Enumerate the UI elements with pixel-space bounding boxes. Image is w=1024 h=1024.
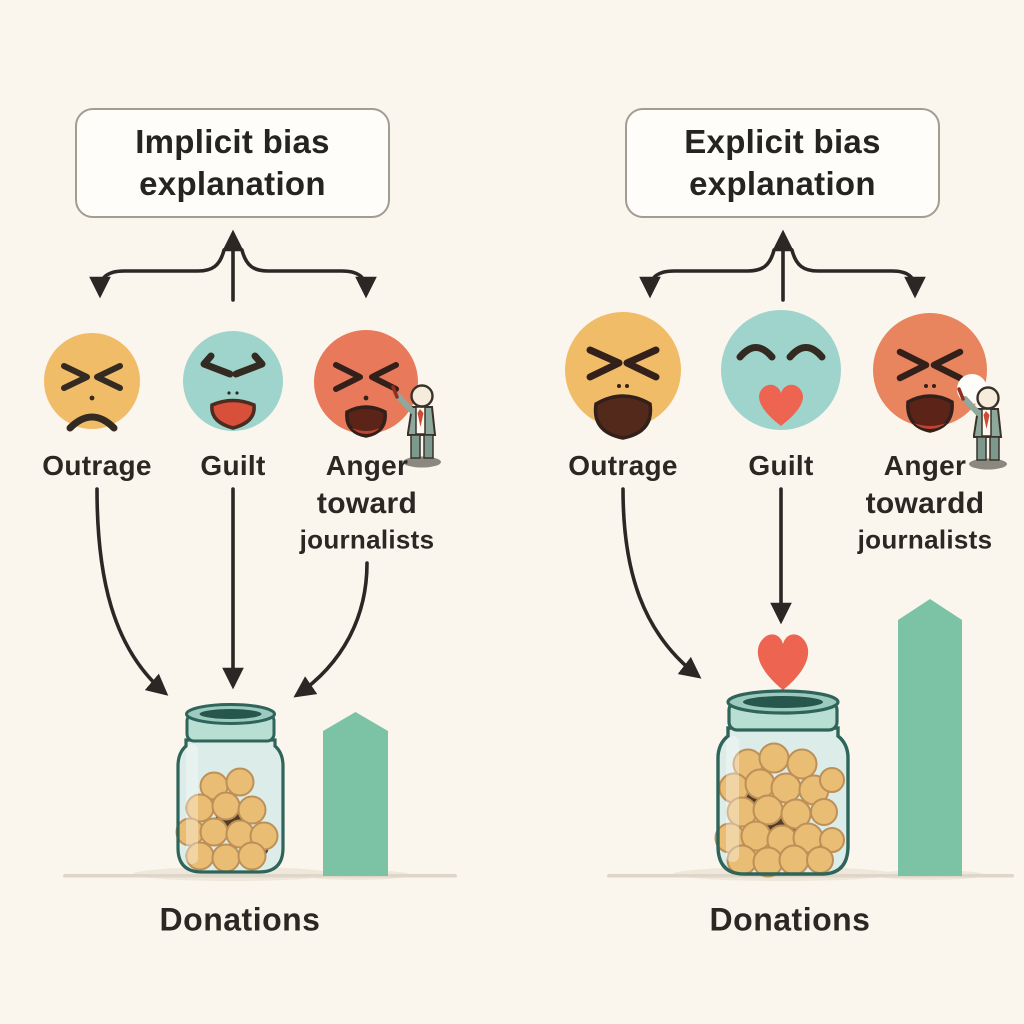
open-frown-mouth — [593, 394, 653, 440]
scrunched-eye-right — [623, 346, 660, 381]
nose-dot — [89, 395, 95, 401]
donation-jar — [714, 689, 850, 878]
anger-to-jar-arrow — [293, 561, 369, 698]
journalist-figure — [391, 384, 441, 468]
lower-lip — [352, 428, 380, 434]
implicit-bias-box: Implicit bias explanation — [75, 108, 390, 218]
donation-jar — [175, 703, 285, 874]
implicit-bias-panel: Implicit bias explanation — [42, 108, 457, 938]
arrow-to-outrage — [639, 248, 776, 299]
raised-arm — [962, 396, 981, 416]
anger-label-line3: journalists — [857, 524, 993, 555]
arrow-to-outrage — [89, 248, 226, 299]
anger-face — [314, 330, 418, 438]
jar-opening-inner — [743, 696, 823, 708]
angry-brow-left — [200, 352, 234, 378]
leg-right — [423, 434, 434, 459]
angry-brow-right — [232, 352, 266, 378]
lower-lip — [914, 423, 946, 429]
closed-happy-eye-left — [736, 344, 776, 361]
arrow-to-anger — [790, 248, 926, 299]
pen — [957, 387, 965, 401]
explicit-bias-box: Explicit bias explanation — [625, 108, 940, 218]
leg-right — [989, 436, 1000, 461]
outrage-face — [44, 333, 140, 432]
panel-title-line2: explanation — [689, 165, 876, 202]
implicit-diagram-graphics — [44, 229, 457, 881]
journalist-figure — [957, 374, 1007, 470]
anger-label-line1: Anger — [883, 450, 967, 481]
explicit-diagram-graphics — [565, 229, 1014, 881]
anger-face — [873, 313, 987, 433]
head — [976, 386, 1000, 410]
scrunched-eye-right — [94, 363, 123, 391]
head — [410, 384, 434, 408]
anger-label-line3: journalists — [299, 524, 435, 555]
scrunched-eye-right — [369, 362, 399, 392]
arrow-to-anger — [240, 248, 377, 299]
branch-arrows — [89, 229, 377, 302]
heart-mouth — [759, 384, 803, 426]
anger-label-line2: towardd — [865, 487, 985, 520]
guilt-face — [183, 331, 283, 431]
open-mouth — [906, 394, 954, 433]
outrage-to-jar-arrow — [621, 487, 702, 679]
figure-base — [969, 458, 1007, 470]
guilt-label: Guilt — [200, 450, 266, 481]
outrage-label: Outrage — [42, 450, 152, 481]
pen — [391, 385, 399, 399]
open-mouth — [210, 398, 256, 430]
donation-bar — [898, 599, 962, 876]
jar-outline — [176, 738, 285, 874]
outrage-label: Outrage — [568, 450, 678, 481]
guilt-face — [721, 310, 841, 430]
jar-opening-inner — [199, 709, 262, 719]
panel-title-line1: Implicit bias — [135, 122, 330, 160]
scrunched-eye-left — [896, 348, 930, 382]
branch-arrows — [639, 229, 926, 302]
anger-label-line2: toward — [316, 487, 418, 520]
glass-highlight — [186, 744, 198, 864]
converging-arrows — [621, 487, 792, 679]
outrage-face — [565, 312, 681, 440]
glass-highlight — [726, 736, 739, 862]
coins — [175, 767, 279, 873]
open-mouth — [345, 405, 387, 438]
outrage-to-jar-arrow — [95, 487, 169, 696]
leg-left — [410, 434, 421, 459]
frown-mouth — [66, 413, 118, 432]
converging-arrows — [95, 487, 369, 698]
heart-icon — [757, 634, 809, 690]
jar-outline — [716, 726, 850, 876]
leg-left — [976, 436, 987, 461]
anger-label-line1: Anger — [325, 450, 409, 481]
scrunched-eye-left — [333, 362, 363, 392]
coins — [714, 742, 845, 878]
explicit-bias-panel: Explicit bias explanation — [512, 0, 1024, 1024]
guilt-label: Guilt — [748, 450, 814, 481]
panel-title-line2: explanation — [139, 165, 326, 202]
donation-bar — [323, 712, 388, 876]
scrunched-eye-left — [61, 363, 90, 391]
panel-title-line1: Explicit bias — [684, 122, 881, 160]
scrunched-eye-right — [930, 348, 964, 382]
raised-arm — [396, 394, 415, 414]
scrunched-eye-left — [586, 346, 623, 381]
donations-axis-label: Donations — [159, 901, 321, 938]
tie — [983, 411, 990, 429]
tie — [417, 409, 424, 427]
figure-base — [403, 456, 441, 468]
closed-happy-eye-right — [786, 344, 826, 361]
donations-axis-label: Donations — [709, 901, 871, 938]
